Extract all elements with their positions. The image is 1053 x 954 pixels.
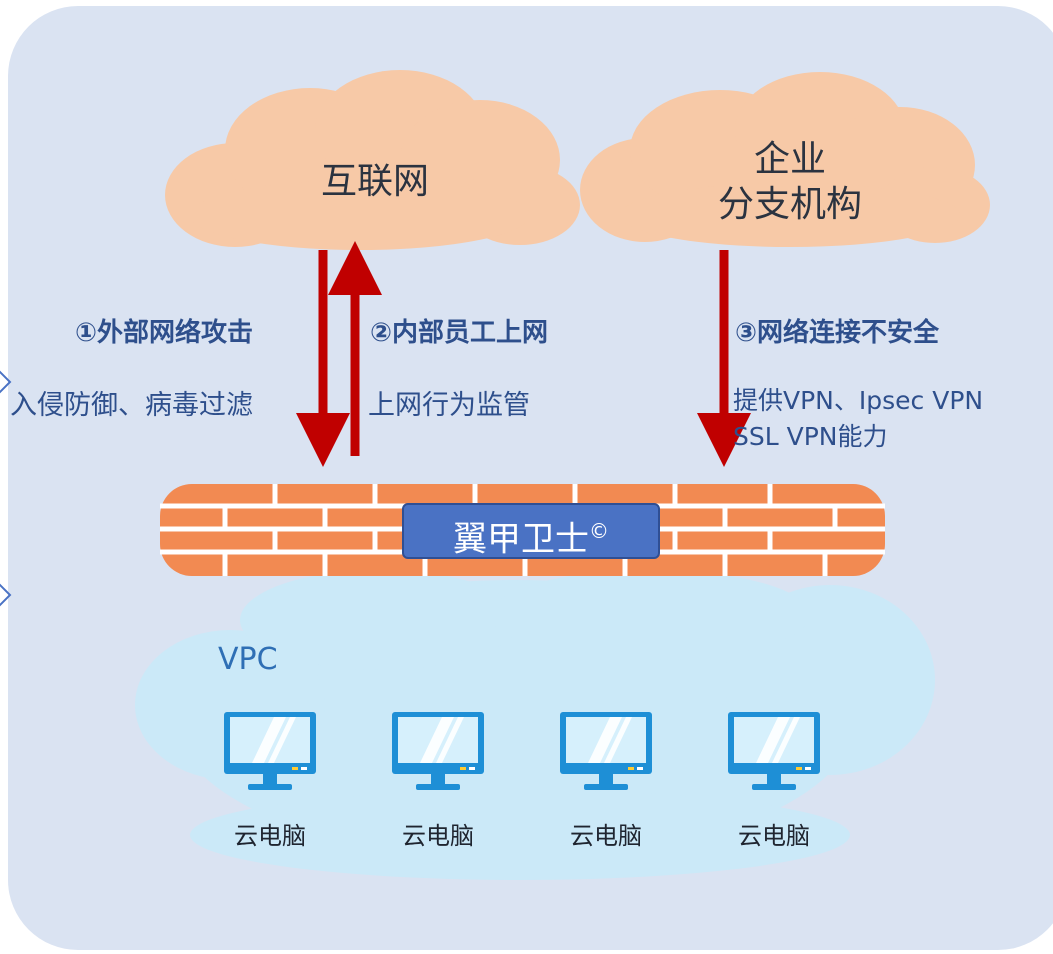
chevron-right-icon <box>0 370 12 394</box>
measure-intrusion-prevention: 入侵防御、病毒过滤 <box>10 390 253 421</box>
vpc-cloud <box>135 570 935 880</box>
cloud-desktop-label: 云电脑 <box>402 822 474 850</box>
internet-cloud <box>165 70 580 250</box>
threat-internal-access: ②内部员工上网 <box>370 318 549 348</box>
firewall-name: 翼甲卫士 <box>453 519 589 560</box>
threat-insecure-connection: ③网络连接不安全 <box>735 318 940 348</box>
monitor-icon <box>726 710 822 794</box>
copyright-mark: © <box>589 519 609 543</box>
branch-office-cloud <box>580 72 990 247</box>
measure-behavior-monitoring: 上网行为监管 <box>368 390 530 421</box>
monitor-icon <box>390 710 486 794</box>
branch-office-label-line2: 分支机构 <box>717 184 862 225</box>
chevron-right-icon <box>0 583 12 607</box>
cloud-desktop-label: 云电脑 <box>738 822 810 850</box>
cloud-desktop-label: 云电脑 <box>234 822 306 850</box>
cloud-desktop-label: 云电脑 <box>570 822 642 850</box>
firewall-badge: 翼甲卫士© <box>402 503 660 559</box>
measure-vpn-line2: SSL VPN能力 <box>733 422 888 451</box>
measure-vpn-line1: 提供VPN、Ipsec VPN <box>733 386 984 415</box>
threat-external-attack: ①外部网络攻击 <box>75 318 254 348</box>
monitor-icon <box>558 710 654 794</box>
monitor-icon <box>222 710 318 794</box>
vpc-label: VPC <box>218 642 278 677</box>
branch-office-label-line1: 企业 <box>753 139 826 180</box>
internet-label: 互联网 <box>320 161 429 202</box>
